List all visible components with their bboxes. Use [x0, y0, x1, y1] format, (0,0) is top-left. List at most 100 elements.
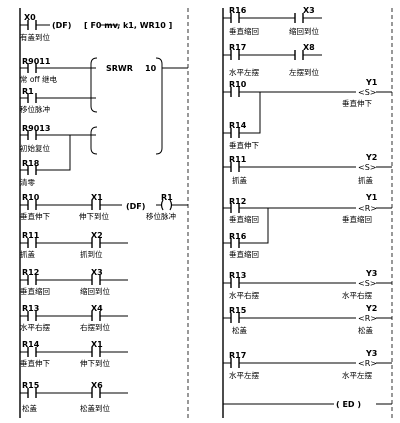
- contact-address: R9013: [22, 124, 50, 133]
- rung-left-5: R13 X4 水平右摆 右摆到位: [20, 304, 128, 332]
- coil-comment: 抓盖: [358, 175, 373, 185]
- contact-no-icon: [27, 238, 101, 248]
- rung-right-5: R13 Y3 <S> 水平右摆 水平右摆: [223, 269, 392, 300]
- contact-address: R10: [22, 193, 40, 202]
- rung-left-1: R9011 R1 R9013 R18 SRWR 10 常 off 继电 移位脉冲…: [20, 57, 188, 187]
- coil-type: <S>: [358, 88, 376, 97]
- contact-comment: 水平右摆: [20, 322, 50, 332]
- contact-comment: 垂直伸下: [229, 140, 259, 150]
- contact-address: R15: [229, 306, 247, 315]
- contact-address: R16: [229, 6, 247, 15]
- contact-comment: 左摆到位: [289, 67, 319, 77]
- contact-no-icon: [230, 313, 240, 323]
- contact-address: X3: [303, 6, 315, 15]
- contact-comment: 垂直缩回: [229, 249, 259, 259]
- contact-address: R18: [22, 159, 40, 168]
- contact-address: X8: [303, 43, 315, 52]
- contact-address: R12: [22, 268, 39, 277]
- coil-address: Y3: [365, 269, 377, 278]
- contact-comment: 垂直缩回: [20, 286, 50, 296]
- coil-address: Y1: [365, 193, 378, 202]
- contact-comment: 垂直缩回: [229, 214, 259, 224]
- contact-comment: 水平右摆: [229, 290, 259, 300]
- rung-left-0: X0 (DF) [ F0 mv, k1, WR10 ] 有盖到位: [20, 13, 172, 42]
- contact-comment: 松盖: [232, 325, 247, 335]
- contact-no-icon: [230, 278, 240, 288]
- contact-comment: 抓到位: [80, 249, 103, 259]
- contact-no-icon: [230, 203, 240, 248]
- coil-comment: 垂直伸下: [342, 98, 372, 108]
- coil-comment: 水平右摆: [342, 290, 372, 300]
- contact-no-icon: [230, 50, 304, 60]
- contact-no-icon: [27, 200, 101, 210]
- contact-comment: 初始复位: [20, 143, 50, 153]
- contact-comment: 右摆到位: [80, 322, 110, 332]
- contact-comment: 缩回到位: [289, 26, 319, 36]
- instruction-value: 10: [145, 64, 157, 73]
- rung-right-1: R17 X8 水平左摆 左摆到位: [223, 43, 322, 77]
- contact-comment: 水平左摆: [229, 370, 259, 380]
- coil-address: Y2: [365, 304, 377, 313]
- contact-comment: 垂直缩回: [229, 26, 259, 36]
- contact-address: X1: [91, 340, 103, 349]
- contact-address: R10: [229, 80, 247, 89]
- rung-right-2: R10 R14 Y1 <S> 垂直伸下 垂直伸下: [223, 78, 392, 150]
- contact-comment: 松盖: [22, 403, 37, 413]
- contact-address: R14: [22, 340, 40, 349]
- contact-address: R11: [22, 231, 40, 240]
- contact-address: R1: [22, 87, 34, 96]
- rung-left-4: R12 X3 垂直缩回 缩回到位: [20, 268, 128, 296]
- contact-comment: 垂直伸下: [20, 211, 50, 221]
- instruction-srwr: SRWR: [106, 64, 133, 73]
- coil-type: <S>: [358, 163, 376, 172]
- coil-comment: 水平左摆: [342, 370, 372, 380]
- coil-type: <R>: [358, 204, 377, 213]
- contact-no-icon: [27, 347, 101, 357]
- contact-comment: 水平左摆: [229, 67, 259, 77]
- rung-right-3: R11 Y2 <S> 抓盖 抓盖: [223, 153, 392, 185]
- coil-address: Y3: [365, 349, 377, 358]
- contact-comment: 伸下到位: [80, 358, 110, 368]
- rung-right-6: R15 Y2 <R> 松盖 松盖: [223, 304, 392, 335]
- rung-left-6: R14 X1 垂直伸下 伸下到位: [20, 340, 128, 368]
- rung-left-3: R11 X2 抓盖 抓到位: [20, 231, 128, 259]
- contact-address: X0: [24, 13, 36, 22]
- contact-no-icon: [27, 63, 37, 175]
- rung-left-2: R10 X1 R1 (DF) 垂直伸下 伸下到位 移位脉冲: [20, 193, 188, 221]
- contact-comment: 松盖到位: [80, 403, 110, 413]
- contact-no-icon: [230, 87, 240, 138]
- end-instruction: ( ED ): [336, 400, 361, 409]
- contact-address: R17: [229, 43, 246, 52]
- contact-comment: 清零: [20, 177, 35, 187]
- contact-no-icon: [27, 311, 101, 321]
- contact-comment: 抓盖: [20, 249, 35, 259]
- coil-address: Y2: [365, 153, 377, 162]
- contact-no-icon: [230, 13, 304, 23]
- contact-comment: 伸下到位: [79, 211, 109, 221]
- contact-comment: 垂直伸下: [20, 358, 50, 368]
- rung-right-end: ( ED ): [223, 400, 392, 409]
- contact-address: R14: [229, 121, 247, 130]
- contact-address: R15: [22, 381, 40, 390]
- instruction-df: (DF): [126, 202, 145, 211]
- contact-no-icon: [27, 275, 101, 285]
- contact-address: R17: [229, 351, 246, 360]
- coil-type: <S>: [358, 279, 376, 288]
- contact-comment: 移位脉冲: [20, 104, 50, 114]
- contact-comment: 缩回到位: [80, 286, 110, 296]
- rung-right-7: R17 Y3 <R> 水平左摆 水平左摆: [223, 349, 392, 380]
- contact-address: R16: [229, 232, 247, 241]
- rung-left-7: R15 X6 松盖 松盖到位: [20, 381, 128, 413]
- contact-comment: 有盖到位: [20, 32, 50, 42]
- rung-right-4: R12 R16 Y1 <R> 垂直缩回 垂直缩回 垂直缩回: [223, 193, 392, 259]
- instruction-df: (DF): [52, 21, 71, 30]
- contact-address: X6: [91, 381, 103, 390]
- contact-address: X4: [91, 304, 103, 313]
- coil-comment: 移位脉冲: [146, 211, 176, 221]
- contact-no-icon: [230, 358, 240, 368]
- contact-address: R13: [22, 304, 39, 313]
- coil-address: Y1: [365, 78, 378, 87]
- contact-address: R12: [229, 197, 246, 206]
- contact-comment: 抓盖: [232, 175, 247, 185]
